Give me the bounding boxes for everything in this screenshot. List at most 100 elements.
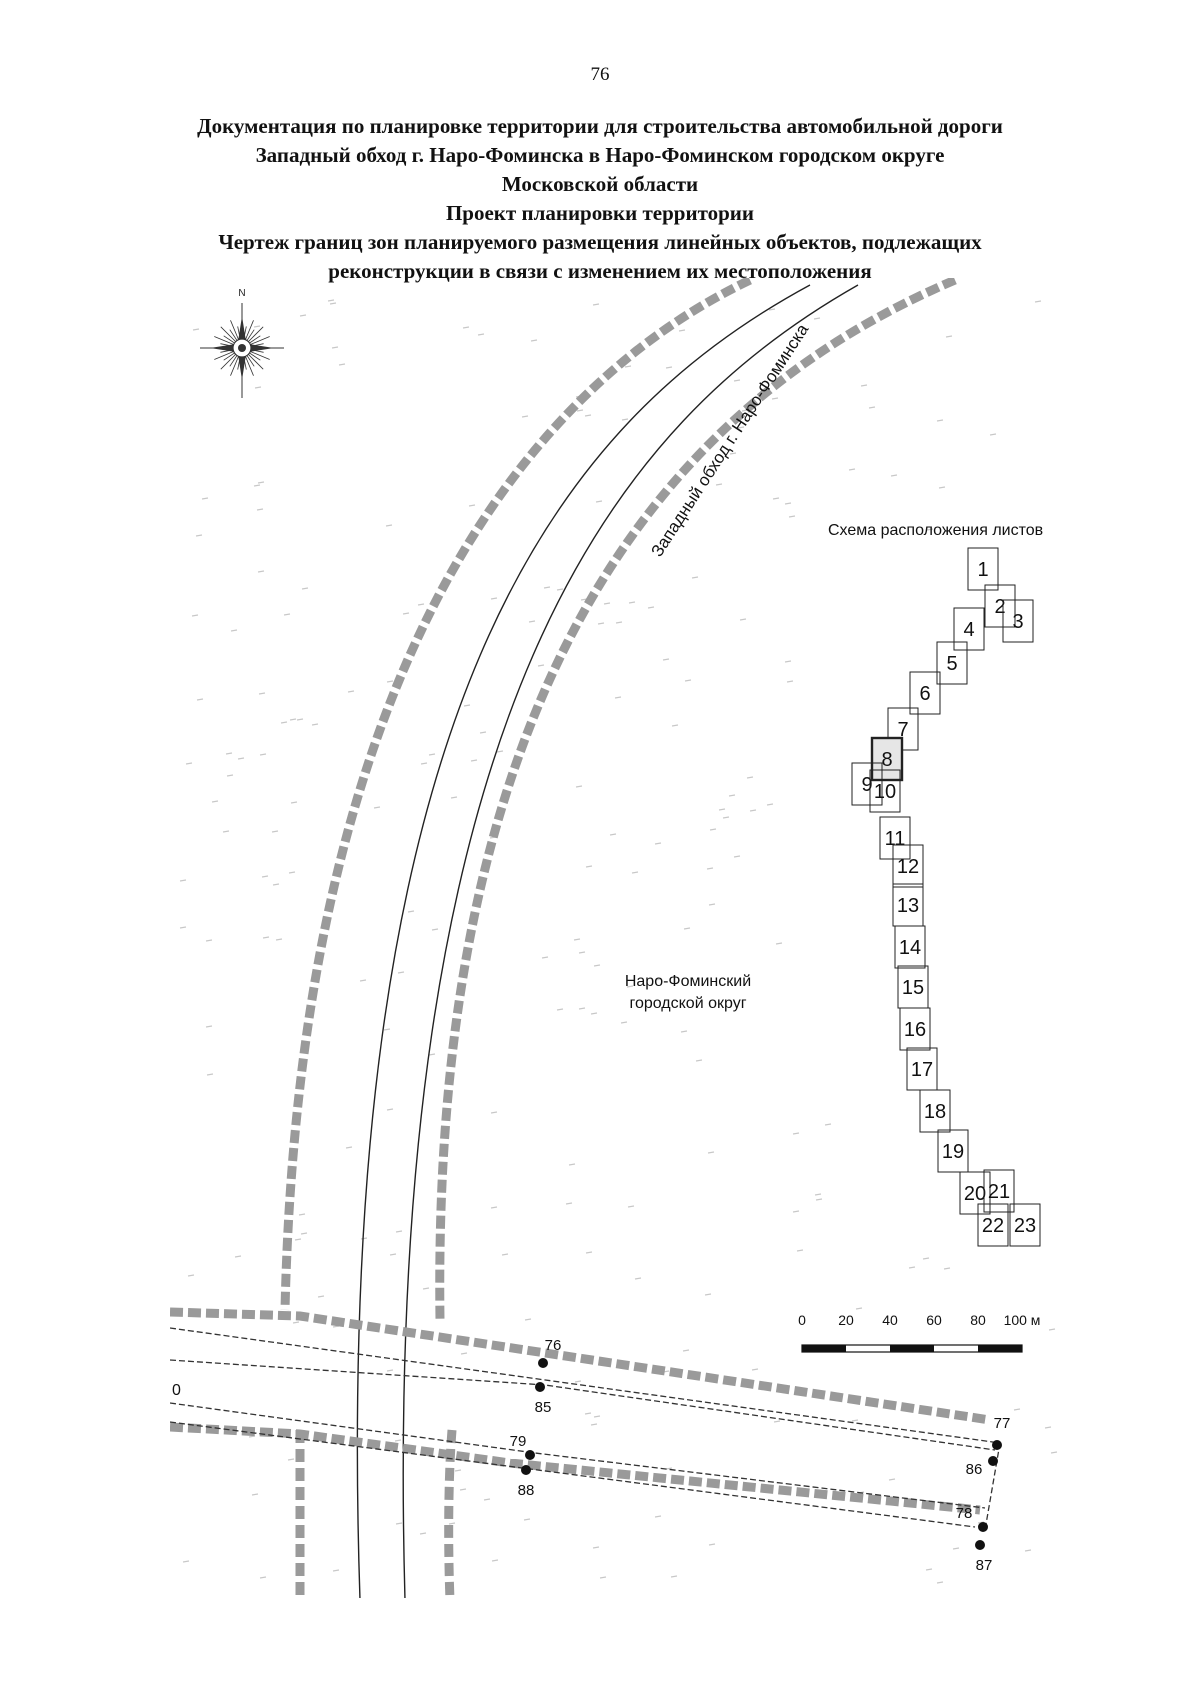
zone-boundary-left <box>280 278 752 1311</box>
terrain-mark <box>345 1146 353 1149</box>
sheet-label-13: 13 <box>897 895 919 917</box>
terrain-mark <box>185 762 193 765</box>
scale-label: 80 <box>970 1312 986 1328</box>
terrain-mark <box>275 938 283 941</box>
crossing-road-line <box>170 1421 976 1528</box>
terrain-mark <box>851 1419 859 1422</box>
sheet-label-10: 10 <box>874 781 896 803</box>
terrain-mark <box>556 588 564 591</box>
terrain-mark <box>733 379 741 382</box>
sheet-label-1: 1 <box>977 559 988 581</box>
boundary-point-76 <box>538 1358 548 1368</box>
sheet-label-6: 6 <box>919 683 930 705</box>
sheet-box-19 <box>937 1129 969 1173</box>
terrain-mark <box>483 1498 491 1501</box>
terrain-mark <box>386 1108 394 1111</box>
sheet-box-23 <box>1009 1203 1041 1247</box>
sheet-label-4: 4 <box>963 619 974 641</box>
terrain-mark <box>543 586 551 589</box>
terrain-mark <box>609 833 617 836</box>
terrain-mark <box>256 508 264 511</box>
boundary-point-label-79: 79 <box>510 1433 527 1450</box>
terrain-mark <box>952 1547 960 1550</box>
scale-label: 0 <box>798 1312 806 1328</box>
terrain-mark <box>462 326 470 329</box>
sheet-label-16: 16 <box>904 1019 926 1041</box>
sheet-label-2: 2 <box>994 596 1005 618</box>
terrain-mark <box>1050 1451 1058 1454</box>
boundary-point-label-86: 86 <box>966 1461 983 1478</box>
terrain-mark <box>772 497 780 500</box>
terrain-mark <box>468 504 476 507</box>
terrain-mark <box>585 1251 593 1254</box>
terrain-mark <box>728 794 736 797</box>
page-number: 76 <box>590 64 610 85</box>
sheet-label-21: 21 <box>988 1181 1010 1203</box>
boundary-right-edge <box>984 1442 1001 1531</box>
title-line: реконструкции в связи с изменением их ме… <box>328 259 872 283</box>
boundary-point-87 <box>975 1540 985 1550</box>
terrain-mark <box>287 1458 295 1461</box>
terrain-mark <box>729 452 737 455</box>
terrain-mark <box>1044 1426 1052 1429</box>
terrain-mark <box>191 614 199 617</box>
terrain-mark <box>262 936 270 939</box>
boundary-point-label-77: 77 <box>994 1415 1011 1432</box>
terrain-mark <box>848 468 856 471</box>
terrain-mark <box>237 757 245 760</box>
sheet-scheme-title: Схема расположения листов <box>828 522 1043 539</box>
terrain-mark <box>926 528 934 531</box>
compass-north-label: N <box>238 288 245 299</box>
terrain-mark <box>908 1266 916 1269</box>
terrain-mark <box>271 830 279 833</box>
terrain-mark <box>205 1025 213 1028</box>
compass-rose-icon: N <box>200 288 284 398</box>
terrain-mark <box>556 1008 564 1011</box>
terrain-mark <box>187 1274 195 1277</box>
terrain-mark <box>718 808 726 811</box>
terrain-mark <box>419 1532 427 1535</box>
terrain-mark <box>327 299 335 302</box>
terrain-mark <box>813 317 821 320</box>
terrain-mark <box>332 1569 340 1572</box>
terrain-mark <box>670 1575 678 1578</box>
terrain-mark <box>615 621 623 624</box>
terrain-mark <box>463 704 471 707</box>
terrain-mark <box>288 871 296 874</box>
terrain-mark <box>989 433 997 436</box>
terrain-mark <box>595 500 603 503</box>
terrain-mark <box>654 842 662 845</box>
terrain-mark <box>402 612 410 615</box>
sheet-box-22 <box>977 1203 1009 1247</box>
terrain-mark <box>614 696 622 699</box>
terrain-mark <box>1024 1549 1032 1552</box>
sheet-box-18 <box>919 1089 951 1133</box>
terrain-mark <box>626 985 634 988</box>
terrain-mark <box>261 875 269 878</box>
terrain-mark <box>253 484 261 487</box>
terrain-mark <box>248 1435 256 1438</box>
terrain-mark <box>395 1230 403 1233</box>
terrain-mark <box>936 1581 944 1584</box>
terrain-mark <box>386 680 394 683</box>
terrain-mark <box>192 328 200 331</box>
terrain-mark <box>420 762 428 765</box>
terrain-mark <box>574 1380 582 1383</box>
title-line: Чертеж границ зон планируемого размещени… <box>218 230 982 254</box>
terrain-mark <box>491 1559 499 1562</box>
terrain-mark <box>292 1321 300 1324</box>
terrain-mark <box>565 1202 573 1205</box>
terrain-mark <box>945 335 953 338</box>
terrain-mark <box>428 1053 436 1056</box>
terrain-mark <box>317 1295 325 1298</box>
terrain-mark <box>523 1518 531 1521</box>
title-line: Проект планировки территории <box>445 201 755 225</box>
sheet-label-8: 8 <box>881 749 892 771</box>
terrain-mark <box>195 534 203 537</box>
terrain-mark <box>706 867 714 870</box>
terrain-mark <box>385 524 393 527</box>
terrain-mark <box>251 1493 259 1496</box>
terrain-mark <box>576 409 584 412</box>
sheet-label-11: 11 <box>885 828 906 850</box>
